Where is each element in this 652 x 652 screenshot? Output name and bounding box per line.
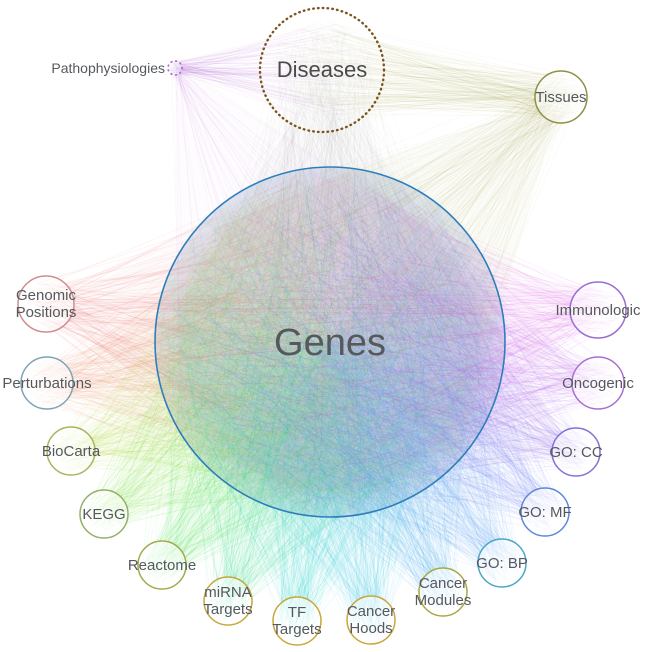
label-immunologic: Immunologic <box>555 302 641 319</box>
label-go_mf: GO: MF <box>518 504 571 521</box>
fan-wedge-tissues <box>202 97 561 463</box>
edges-genes-mirna_targets <box>160 176 487 622</box>
fan-wedge-reactome <box>162 236 470 565</box>
node-oncogenic[interactable] <box>571 356 625 410</box>
edges-genes-go_bp <box>165 172 523 583</box>
label-go_bp: GO: BP <box>476 555 528 572</box>
edges-genes-cancer_hoods <box>173 172 495 638</box>
label-perturbations: Perturbations <box>2 375 91 392</box>
fan-wedge-cancer_hoods <box>156 316 504 620</box>
node-pathophysiologies[interactable] <box>167 60 183 76</box>
edges-tissues-diseases <box>270 20 587 122</box>
edges-genes-tissues <box>166 76 582 499</box>
node-mirna_targets[interactable] <box>203 576 253 626</box>
label-biocarta: BioCarta <box>42 443 101 460</box>
fan-wedge-genomic_positions <box>46 168 354 516</box>
edges-genes-cancer_modules <box>161 187 497 612</box>
node-cancer_modules[interactable] <box>418 567 468 617</box>
edges-pathophysiologies-diseases <box>168 23 371 123</box>
node-biocarta[interactable] <box>46 426 96 476</box>
edges-genes-reactome <box>142 177 488 585</box>
label-diseases: Diseases <box>277 57 367 82</box>
label-oncogenic: Oncogenic <box>562 375 634 392</box>
edges-genes-biocarta <box>50 178 492 510</box>
node-go_bp[interactable] <box>477 538 527 588</box>
fan-wedge-go_cc <box>258 182 576 502</box>
node-tf_targets[interactable] <box>272 596 322 646</box>
label-tissues: Tissues <box>535 89 586 106</box>
fan-wedge-go_bp <box>191 234 502 563</box>
fan-wedge-tf_targets <box>156 321 504 621</box>
node-kegg[interactable] <box>79 489 129 539</box>
genes-hub-fill <box>155 167 505 517</box>
fan-wedge-perturbations <box>47 168 356 516</box>
edges-genes-pathophysiologies <box>169 62 475 502</box>
edges-genes-kegg <box>84 182 485 533</box>
fan-wedge-go_mf <box>221 204 545 512</box>
node-cancer_hoods[interactable] <box>346 595 396 645</box>
fan-wedge-biocarta <box>71 180 398 504</box>
label-go_cc: GO: CC <box>549 444 603 461</box>
node-perturbations[interactable] <box>20 356 74 410</box>
edges-genes-go_mf <box>160 174 565 531</box>
label-kegg: KEGG <box>82 506 125 523</box>
fan-wedge-cancer_modules <box>170 269 490 592</box>
node-diseases[interactable] <box>258 6 386 134</box>
node-genomic_positions[interactable] <box>17 275 75 333</box>
label-genes: Genes <box>274 322 386 364</box>
node-reactome[interactable] <box>137 540 187 590</box>
node-tissues[interactable] <box>534 70 588 124</box>
edges-genes-go_cc <box>171 185 596 504</box>
fan-wedge-mirna_targets <box>167 277 493 601</box>
node-genes[interactable] <box>154 166 506 518</box>
fan-wedge-oncogenic <box>303 169 598 515</box>
node-immunologic[interactable] <box>569 281 627 339</box>
edges-genes-oncogenic <box>178 179 620 505</box>
fan-wedge-immunologic <box>309 168 598 516</box>
label-pathophysiologies: Pathophysiologies <box>51 60 165 76</box>
label-reactome: Reactome <box>128 557 196 574</box>
edges-genes-diseases <box>160 18 500 512</box>
node-go_mf[interactable] <box>520 487 570 537</box>
node-go_cc[interactable] <box>551 427 601 477</box>
edges-genes-immunologic <box>163 172 622 499</box>
fan-wedge-kegg <box>104 202 436 514</box>
